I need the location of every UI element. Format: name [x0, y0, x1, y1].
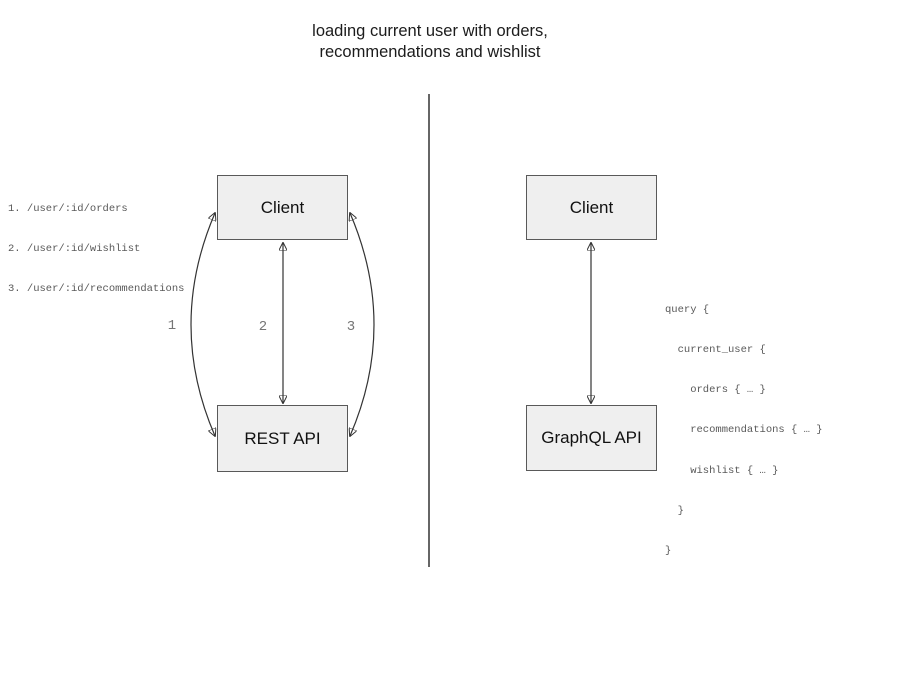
arrow-label-3: 3	[346, 319, 356, 335]
endpoint-list: 1. /user/:id/orders 2. /user/:id/wishlis…	[8, 176, 184, 323]
diagram-title-line1: loading current user with orders,	[312, 22, 548, 40]
query-line: }	[665, 545, 672, 558]
arrow-label-2: 2	[258, 319, 268, 335]
query-line: current_user {	[665, 344, 766, 357]
query-line: recommendations { … }	[665, 424, 823, 437]
query-line: wishlist { … }	[665, 464, 779, 477]
rest-api-box: REST API	[217, 405, 348, 472]
client-box-right: Client	[526, 175, 657, 240]
rest-arrow-3	[350, 213, 375, 436]
arrow-label-1: 1	[167, 318, 177, 334]
query-line: orders { … }	[665, 384, 766, 397]
client-box-right-label: Client	[569, 197, 614, 217]
client-box-left-label: Client	[260, 197, 305, 217]
client-box-left: Client	[217, 175, 348, 240]
endpoint-item: 1. /user/:id/orders	[8, 202, 128, 215]
diagram-title-line2: recommendations and wishlist	[319, 43, 541, 61]
divider-line	[428, 94, 430, 567]
query-line: query {	[665, 303, 710, 316]
graphql-query: query { current_user { orders { … } reco…	[665, 277, 823, 585]
rest-api-box-label: REST API	[244, 428, 321, 448]
diagram-title: loading current user with orders, recomm…	[312, 21, 548, 63]
query-line: }	[665, 504, 684, 517]
graphql-api-box: GraphQL API	[526, 405, 657, 471]
endpoint-item: 2. /user/:id/wishlist	[8, 243, 141, 256]
graphql-api-box-label: GraphQL API	[541, 428, 642, 447]
rest-arrow-1	[190, 213, 215, 436]
endpoint-item: 3. /user/:id/recommendations	[8, 283, 185, 296]
